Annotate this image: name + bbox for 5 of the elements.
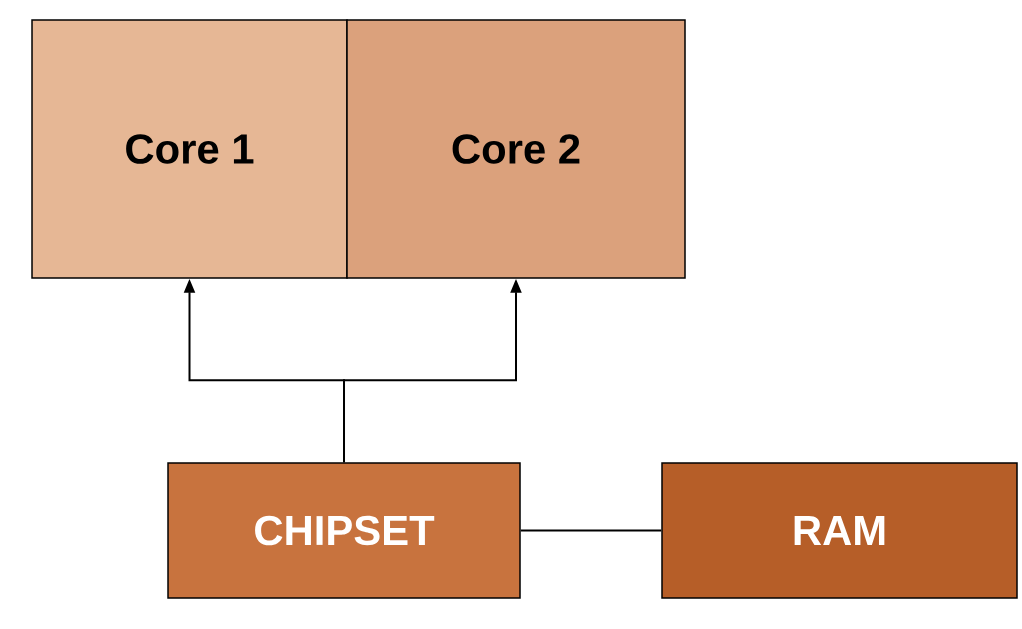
ram-box: RAM (661, 462, 1018, 599)
core-box: Core 2 (346, 19, 686, 279)
core-box: Core 1 (31, 19, 348, 279)
chipset-box: CHIPSET (167, 462, 521, 599)
connector (519, 529, 663, 532)
